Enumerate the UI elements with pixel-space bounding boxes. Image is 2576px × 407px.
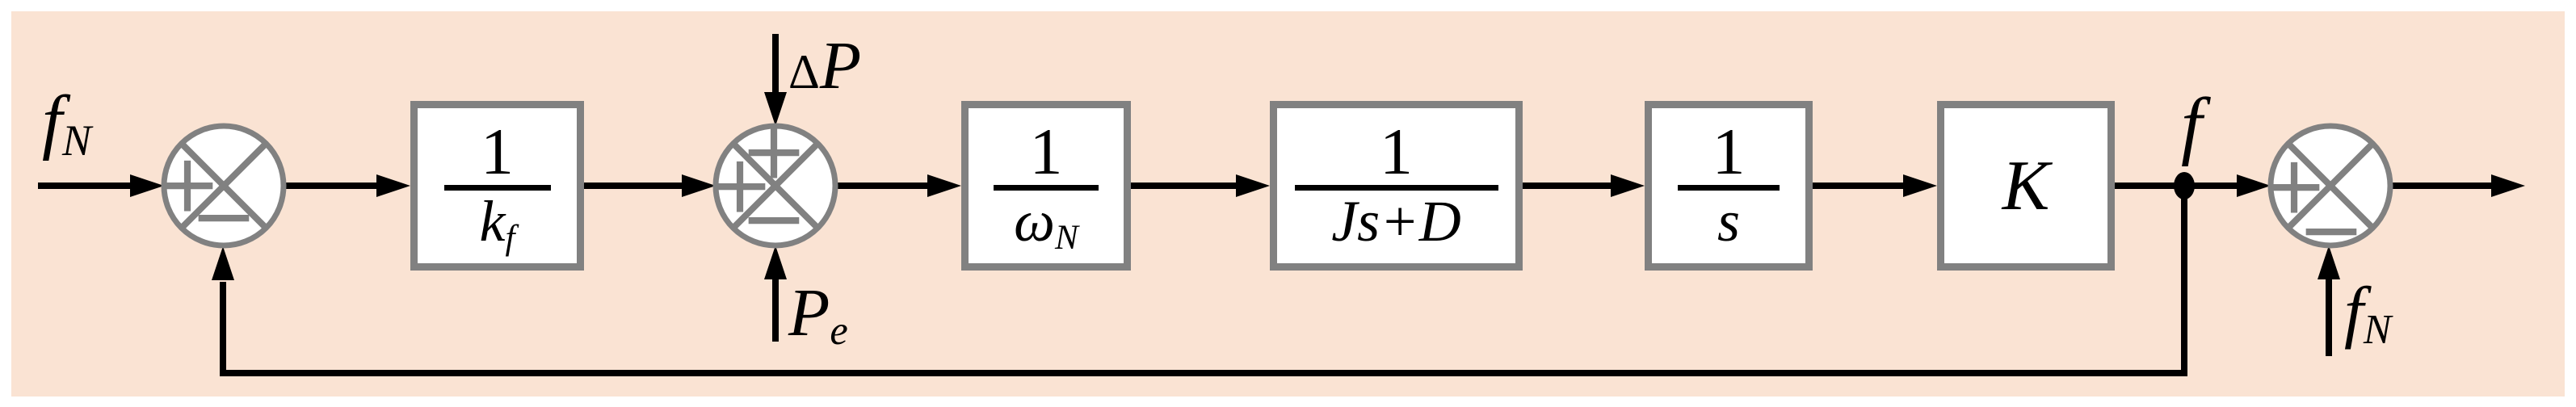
denominator-sub: f bbox=[505, 218, 515, 257]
arrowhead-icon bbox=[1903, 174, 1937, 197]
label-main: f bbox=[2181, 83, 2203, 167]
label-main: f bbox=[2344, 272, 2364, 350]
arrowhead-icon bbox=[2318, 245, 2340, 279]
summing-junction-3: + − bbox=[2260, 123, 2393, 277]
arrowhead-icon bbox=[376, 174, 410, 197]
label-sub: e bbox=[830, 308, 848, 354]
summer-cross-line bbox=[179, 141, 268, 230]
block-numerator: 1 bbox=[1029, 114, 1063, 188]
block-numerator: 1 bbox=[1712, 114, 1746, 188]
block-denominator: ωN bbox=[1014, 192, 1078, 255]
label-pe: Pe bbox=[788, 279, 848, 351]
block-denominator: s bbox=[1717, 192, 1740, 250]
block-one-over-omega-n: 1 ωN bbox=[961, 101, 1131, 271]
label-fn-reference: fN bbox=[2344, 276, 2391, 351]
label-f-output: f bbox=[2181, 87, 2202, 163]
label-sub: N bbox=[62, 115, 92, 165]
plus-sign: + bbox=[740, 103, 808, 198]
minus-sign: − bbox=[740, 171, 808, 266]
block-denominator: Js+D bbox=[1331, 192, 1461, 250]
summer-cross-line bbox=[2286, 141, 2375, 230]
denominator-main: Js+D bbox=[1331, 189, 1461, 254]
delta-symbol: Δ bbox=[788, 45, 820, 99]
summing-junction-2: + + − bbox=[706, 103, 838, 266]
arrowhead-icon bbox=[764, 245, 787, 279]
gain-label: K bbox=[2002, 146, 2050, 225]
block-one-over-kf: 1 kf bbox=[410, 101, 584, 271]
denominator-sub: N bbox=[1055, 218, 1078, 257]
takeoff-dot bbox=[2174, 172, 2195, 199]
arrowhead-icon bbox=[1611, 174, 1645, 197]
block-one-over-js-plus-d: 1 Js+D bbox=[1270, 101, 1523, 271]
denominator-main: s bbox=[1717, 189, 1741, 254]
arrowhead-icon bbox=[764, 92, 787, 126]
fraction: 1 ωN bbox=[994, 114, 1099, 255]
arrowhead-icon bbox=[2491, 174, 2525, 197]
summing-junction-1: + − bbox=[153, 123, 287, 263]
arrowhead-icon bbox=[2237, 174, 2271, 197]
fraction-bar bbox=[994, 185, 1099, 191]
plus-sign: + bbox=[706, 137, 774, 232]
wire-segment bbox=[220, 189, 2187, 376]
fraction-bar bbox=[1294, 185, 1498, 191]
denominator-main: ω bbox=[1014, 189, 1056, 254]
fraction-bar bbox=[443, 185, 551, 191]
label-main: P bbox=[819, 28, 862, 103]
fraction: 1 Js+D bbox=[1294, 114, 1498, 250]
label-sub: N bbox=[2363, 307, 2392, 354]
block-numerator: 1 bbox=[1380, 114, 1413, 188]
label-delta-p: ΔP bbox=[788, 32, 861, 100]
arrowhead-icon bbox=[212, 246, 234, 280]
plus-sign: + bbox=[153, 136, 221, 231]
arrowhead-icon bbox=[130, 174, 164, 197]
label-fn-input: fN bbox=[42, 86, 91, 162]
block-numerator: 1 bbox=[481, 114, 514, 188]
fraction: 1 s bbox=[1678, 114, 1780, 250]
wire-feedback bbox=[220, 189, 2187, 376]
fraction: 1 kf bbox=[443, 114, 551, 255]
summer-cross-line bbox=[731, 141, 820, 230]
block-denominator: kf bbox=[480, 192, 515, 255]
arrowhead-icon bbox=[927, 174, 961, 197]
minus-sign: − bbox=[2297, 183, 2365, 277]
plus-sign: + bbox=[2260, 138, 2328, 233]
denominator-main: k bbox=[479, 189, 506, 254]
block-gain-k: K bbox=[1937, 101, 2115, 271]
label-main: f bbox=[42, 82, 63, 162]
block-one-over-s: 1 s bbox=[1645, 101, 1813, 271]
arrowhead-icon bbox=[1236, 174, 1270, 197]
minus-sign: − bbox=[190, 169, 258, 263]
fraction-bar bbox=[1678, 185, 1780, 191]
arrowhead-icon bbox=[682, 174, 716, 197]
label-main: P bbox=[788, 275, 830, 350]
